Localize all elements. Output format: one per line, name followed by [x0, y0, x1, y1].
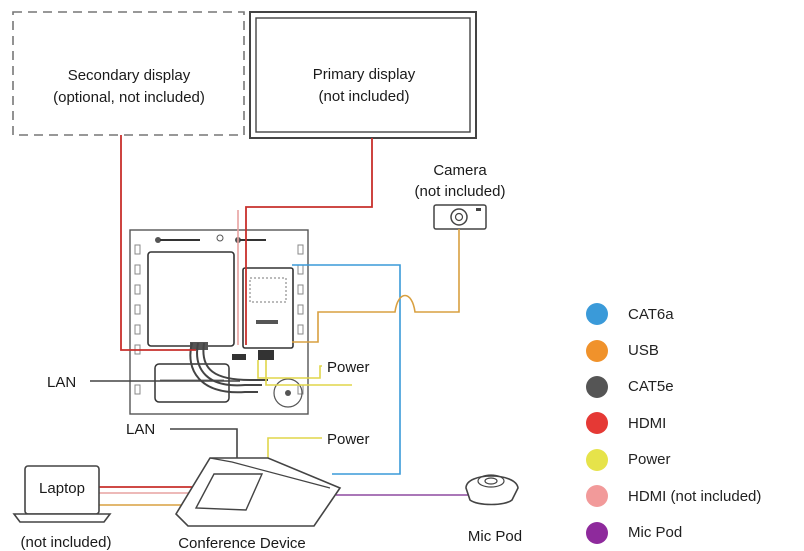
hdmi-cable-secondary: [120, 135, 196, 351]
control-unit: [242, 267, 294, 349]
primary-display-note: (not included): [319, 88, 410, 105]
legend-label: Mic Pod: [628, 524, 683, 542]
secondary-display-note: (optional, not included): [53, 89, 205, 106]
conference-device: Conference Device: [174, 457, 342, 551]
power-label-top: Power: [327, 359, 370, 376]
touch-screen: [194, 473, 264, 511]
legend-item: Mic Pod: [586, 514, 801, 550]
legend-item: HDMI (not included): [586, 478, 801, 514]
lan-label-bottom: LAN: [126, 421, 155, 438]
legend-label: CAT5e: [628, 378, 674, 396]
secondary-display-label: Secondary display: [68, 67, 191, 84]
power-cable-device: [267, 437, 322, 460]
legend-item: Power: [586, 442, 801, 478]
legend-item: USB: [586, 332, 801, 368]
laptop-note: (not included): [21, 534, 112, 551]
laptop: Laptop (not included): [12, 465, 112, 551]
secondary-display: Secondary display (optional, not include…: [12, 11, 245, 136]
power-supply-box: [147, 251, 235, 347]
mic-pod-label: Mic Pod: [468, 528, 522, 545]
legend-swatch: [586, 521, 608, 544]
primary-display-label: Primary display: [313, 66, 416, 83]
mounting-plate: [129, 229, 309, 415]
legend-item: CAT6a: [586, 296, 801, 332]
legend-swatch: [586, 448, 608, 471]
legend-label: Power: [628, 451, 671, 469]
conference-device-label: Conference Device: [178, 535, 306, 551]
legend-item: HDMI: [586, 405, 801, 441]
camera: Camera (not included): [415, 162, 506, 230]
camera-note: (not included): [415, 183, 506, 200]
legend-swatch: [586, 339, 608, 362]
legend-label: CAT6a: [628, 305, 674, 323]
legend-swatch: [586, 303, 608, 326]
camera-icon: [433, 204, 487, 230]
lan-cable-device: [170, 428, 238, 458]
power-label-bottom: Power: [327, 431, 370, 448]
power-cable-plate: [257, 360, 322, 379]
legend-swatch: [586, 412, 608, 435]
primary-display: Primary display (not included): [249, 11, 477, 139]
legend-item: CAT5e: [586, 369, 801, 405]
legend-swatch: [586, 485, 608, 508]
legend-label: HDMI (not included): [628, 487, 762, 505]
legend-swatch: [586, 375, 608, 398]
cat6a-cable: [292, 264, 401, 475]
camera-label: Camera: [433, 162, 487, 179]
mic-pod: Mic Pod: [465, 474, 522, 545]
usb-cable: [292, 229, 460, 343]
legend-label: USB: [628, 342, 659, 360]
hdmi-cable-primary: [245, 138, 373, 345]
laptop-label: Laptop: [39, 480, 85, 497]
lan-label-top: LAN: [47, 374, 76, 391]
legend-label: HDMI: [628, 414, 667, 432]
